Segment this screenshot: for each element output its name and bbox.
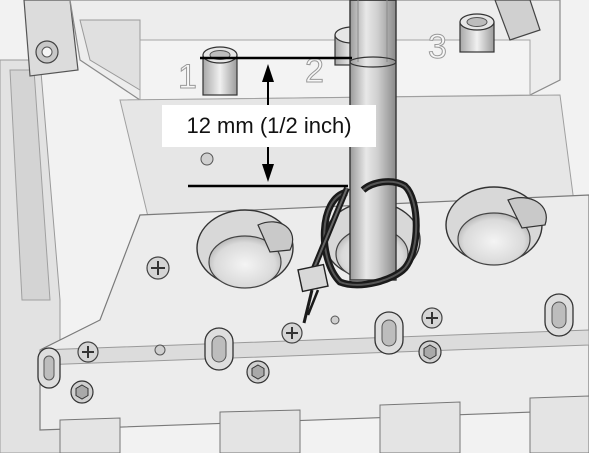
post-1 [202,46,238,96]
base-plate [39,194,589,431]
large-hole-1 [196,209,294,289]
oval-slot [37,347,61,389]
lower-tab [219,409,301,453]
dimension-arrow-down [262,164,274,182]
dimension-arrow-up [262,64,274,82]
oval-slot [544,293,574,337]
measurement-label: 12 mm (1/2 inch) [162,105,376,147]
hex-bolt-icon [70,380,94,404]
cross-screw-icon [281,322,303,344]
top-left-bracket [23,0,79,77]
post-3 [459,13,495,53]
slot-number-1: 1 [178,58,197,96]
bracket-screw-icon [35,40,59,64]
lower-tab [529,395,589,453]
panel-hole [200,152,214,166]
small-hole [330,315,340,325]
large-hole-3 [445,186,547,266]
hex-bolt-icon [246,360,270,384]
hex-bolt-icon [418,340,442,364]
oval-slot [204,327,234,371]
cross-screw-icon [77,341,99,363]
lower-tab [379,401,461,453]
slot-number-2: 2 [305,52,324,90]
small-hole [154,344,166,356]
cross-screw-icon [421,307,443,329]
lower-tab [59,417,121,453]
cross-screw-icon [146,256,170,280]
cable-tie [297,178,420,324]
oval-slot [374,311,404,355]
left-rail-channel [9,69,51,301]
top-right-latch [494,0,541,41]
slot-number-3: 3 [428,28,447,66]
